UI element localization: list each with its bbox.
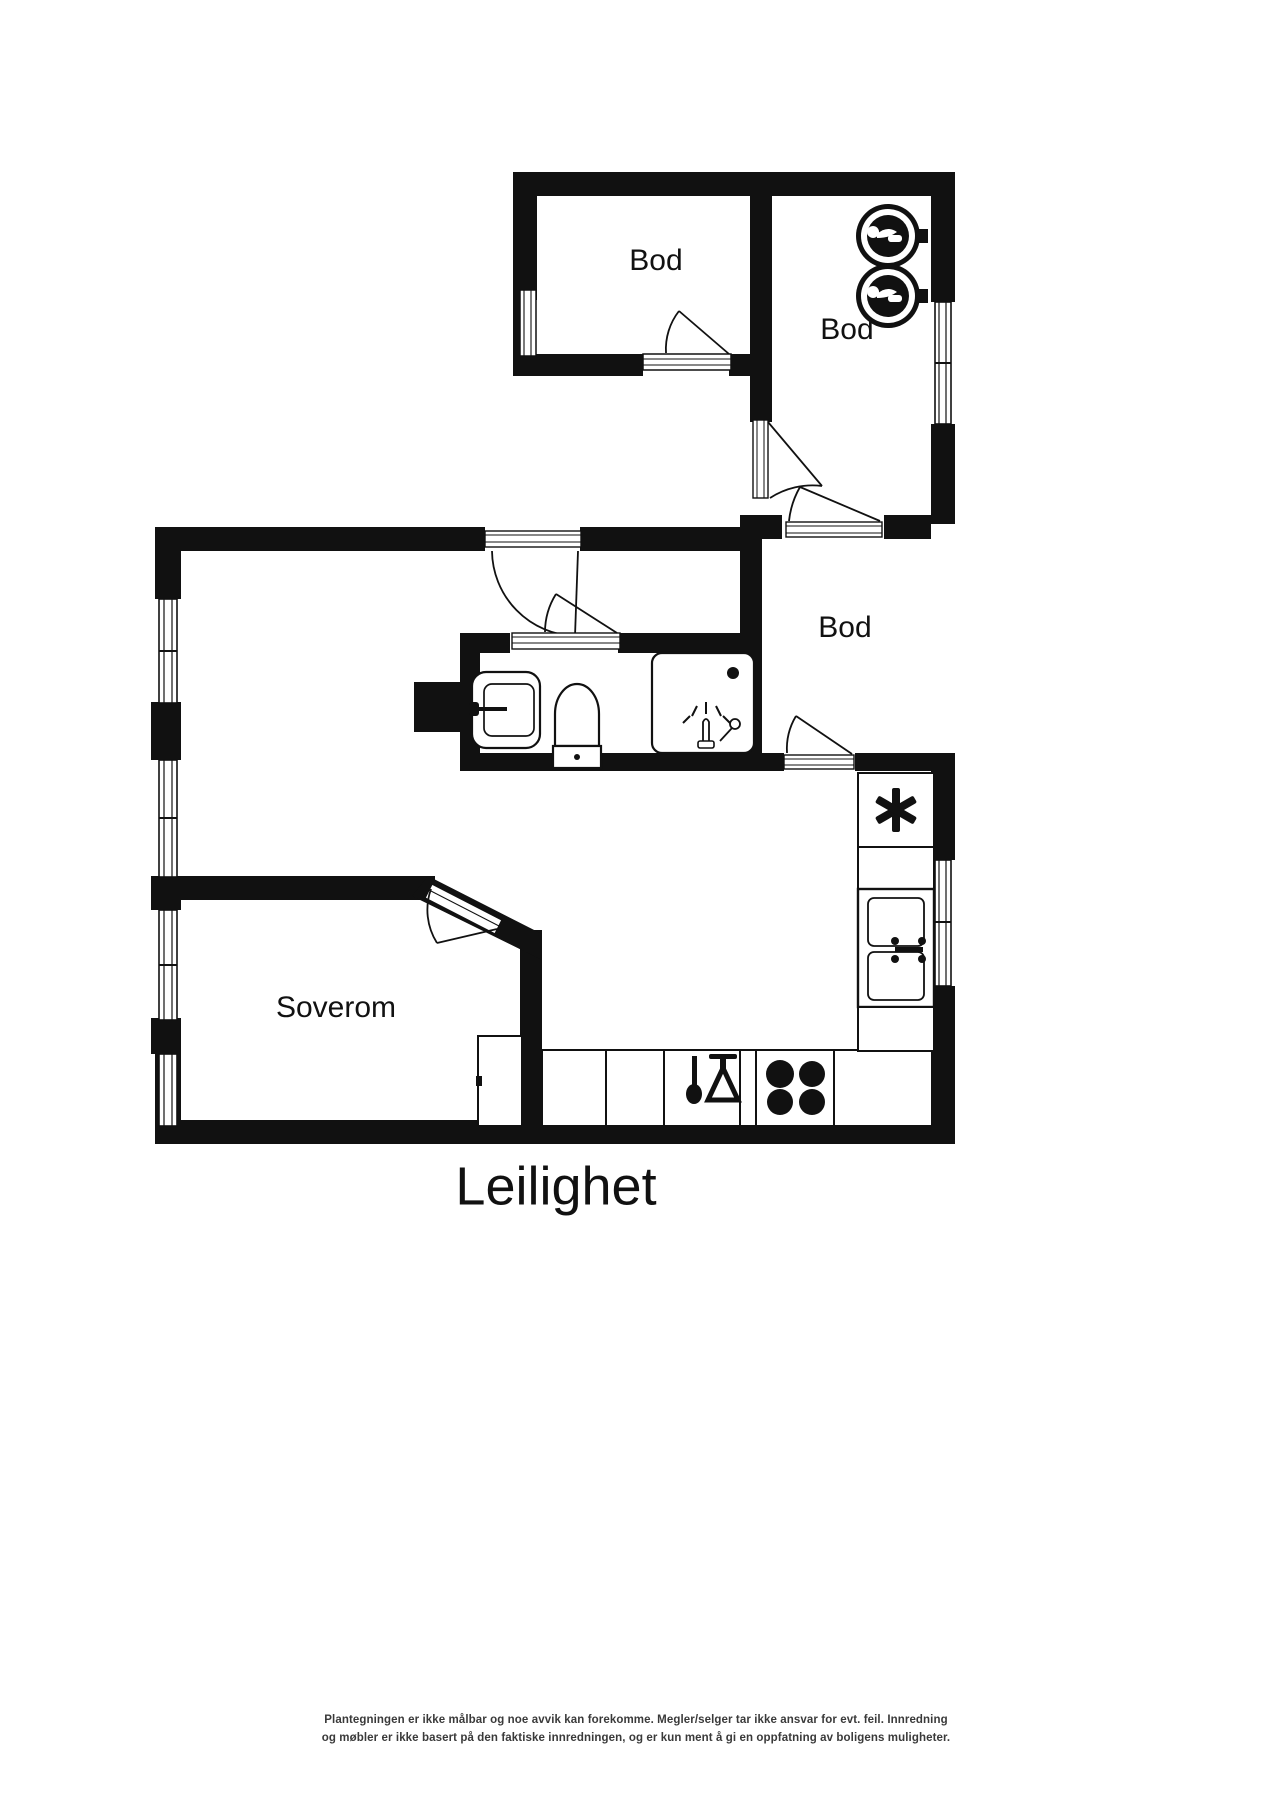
fixtures-group (469, 204, 936, 1127)
room-label-bod-top-left: Bod (629, 244, 682, 277)
wall-left-seg-1 (151, 702, 181, 760)
wall-main-top-left (155, 527, 485, 551)
kitchen-cabinets (477, 1006, 935, 1127)
doors-group (424, 310, 883, 944)
wall-bod-divider-lower (750, 376, 772, 422)
room-label-bod-right: Bod (818, 611, 871, 644)
window-right-1 (934, 301, 952, 425)
window-right-2 (934, 859, 952, 987)
page-title: Leilighet (455, 1156, 656, 1216)
wall-main-top-right (580, 527, 752, 551)
toilet-icon (551, 682, 603, 770)
window-left-2 (158, 759, 178, 878)
wall-bath-bottom (460, 753, 762, 771)
wall-topleft-bottom (513, 354, 643, 376)
windows-group (158, 289, 952, 1127)
wall-top-outer (513, 172, 955, 196)
window-topleft-bod (519, 289, 537, 357)
wall-left-outer-stub-top (155, 527, 181, 599)
washing-machine-icon (856, 204, 928, 268)
wall-bath-sink-block (414, 682, 462, 732)
wall-kitchen-left (520, 930, 542, 1126)
wall-left-seg-3 (151, 1018, 181, 1054)
utensils-icon (686, 1054, 742, 1104)
sink-icon (469, 670, 542, 750)
wall-soverom-top (155, 876, 435, 900)
soverom-handle (476, 1076, 482, 1086)
wall-topleft-vertical (513, 172, 537, 300)
freezer-icon (857, 772, 935, 890)
wall-bath-top-left (460, 633, 510, 653)
window-left-4 (158, 1053, 178, 1127)
door-bod-topright (752, 419, 823, 499)
window-left-3 (158, 909, 178, 1021)
door-soverom (424, 883, 503, 944)
disclaimer-line-2: og møbler er ikke basert på den faktiske… (321, 1731, 951, 1744)
stovetop-icon (766, 1060, 825, 1115)
disclaimer-text: Plantegningen er ikke målbar og noe avvi… (0, 1712, 1272, 1748)
wall-bath-right-jamb (762, 753, 784, 771)
dryer-icon (856, 264, 928, 328)
room-label-bod-top-right: Bod (820, 313, 873, 346)
wall-hall-right-jamb (884, 515, 931, 539)
wall-right-outer-upper2 (931, 424, 955, 524)
window-left-1 (158, 598, 178, 704)
door-bod-right (783, 715, 855, 770)
room-label-soverom: Soverom (276, 991, 396, 1024)
disclaimer-line-1: Plantegningen er ikke målbar og noe avvi… (324, 1714, 948, 1726)
wall-bod-divider (750, 196, 772, 376)
kitchen-sink-icon (856, 887, 936, 1009)
wall-bod-right-left (740, 527, 762, 637)
wall-right-outer-upper (931, 172, 955, 302)
wall-bodright-bottom (855, 753, 955, 771)
wall-topleft-door-jamb (729, 354, 772, 376)
wall-bath-top-right (618, 633, 762, 653)
door-bathroom (511, 593, 621, 650)
door-hallway-right (785, 486, 883, 538)
door-main-entry (484, 530, 582, 637)
shower-icon (650, 651, 756, 755)
door-bod-topleft (642, 310, 732, 371)
